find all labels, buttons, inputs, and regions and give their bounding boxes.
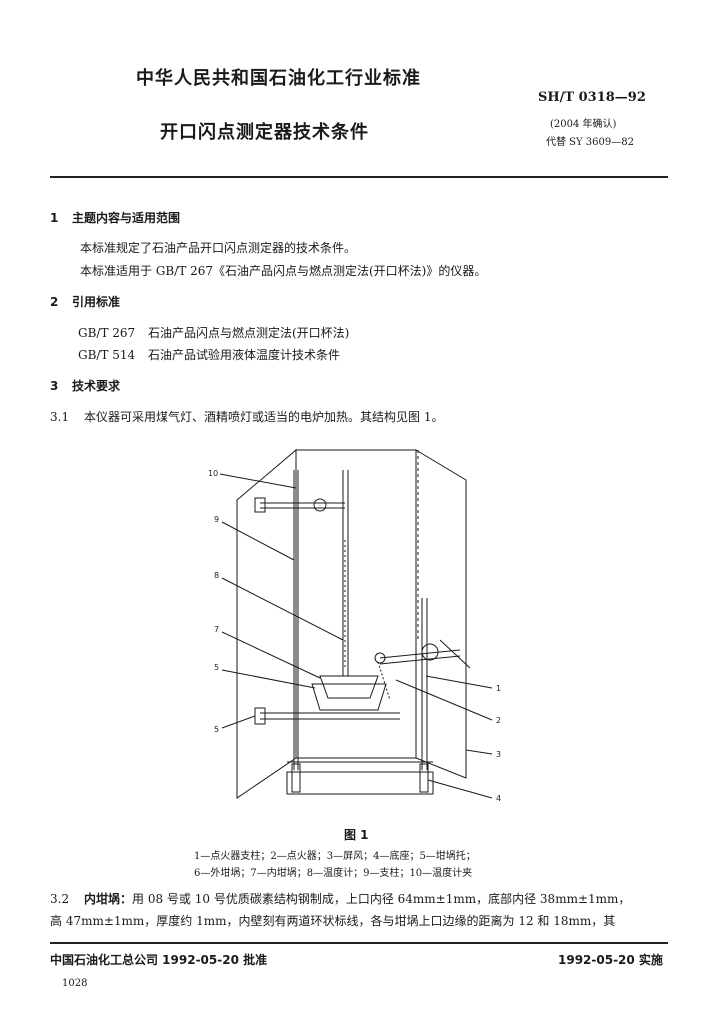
- screen-right-panel: [415, 449, 467, 779]
- callout-label: 3: [496, 750, 501, 759]
- section-title: 技术要求: [72, 379, 121, 393]
- callout-label: 8: [214, 571, 219, 580]
- section-title: 引用标准: [72, 295, 121, 309]
- section-number: 2: [50, 295, 59, 309]
- igniter-nozzle: [377, 661, 391, 701]
- screen-back-panel: [295, 449, 417, 759]
- section-number: 3: [50, 379, 59, 393]
- section-3-heading: 3 技术要求: [50, 377, 120, 394]
- confirmation-note: (2004 年确认): [550, 119, 617, 130]
- reference-code: GB/T 514: [78, 348, 136, 362]
- callout-label: 5: [214, 725, 219, 734]
- approval-line: 中国石油化工总公司 1992-05-20 批准: [50, 953, 268, 967]
- issuing-organization: 中华人民共和国石油化工行业标准: [136, 68, 421, 89]
- clause-3-2: 3.2 内坩埚：用 08 号或 10 号优质碳素结构钢制成，上口内径 64mm±1…: [50, 890, 630, 907]
- callout-label: 5: [214, 663, 219, 672]
- clause-text: 本仪器可采用煤气灯、酒精喷灯或适当的电炉加热。其结构见图 1。: [84, 410, 444, 424]
- header-divider: [50, 176, 668, 178]
- flash-point-apparatus-diagram: 10 9 8 7 5 5 1 2 3 4: [208, 448, 501, 803]
- paragraph: 本标准适用于 GB/T 267《石油产品闪点与燃点测定法(开口杯法)》的仪器。: [80, 264, 487, 278]
- paragraph: 本标准规定了石油产品开口闪点测定器的技术条件。: [80, 241, 357, 255]
- inner-crucible: [319, 675, 379, 699]
- callout-label: 2: [496, 716, 501, 725]
- document-title: 开口闪点测定器技术条件: [160, 122, 369, 143]
- reference-title: 石油产品试验用液体温度计技术条件: [148, 348, 341, 362]
- standard-number: SH/T 0318—92: [538, 90, 646, 105]
- reference-item: GB/T 514 石油产品试验用液体温度计技术条件: [78, 346, 340, 363]
- base-frame: [286, 771, 434, 795]
- clause-number: 3.2: [50, 892, 70, 906]
- section-1-heading: 1 主题内容与适用范围: [50, 209, 180, 226]
- callout-label: 1: [496, 684, 501, 693]
- section-number: 1: [50, 211, 59, 225]
- screen-left-panel: [236, 448, 297, 799]
- section-title: 主题内容与适用范围: [72, 211, 181, 225]
- reference-code: GB/T 267: [78, 326, 136, 340]
- igniter-arm: [379, 649, 461, 659]
- outer-crucible: [311, 683, 387, 711]
- clause-3-1: 3.1 本仪器可采用煤气灯、酒精喷灯或适当的电炉加热。其结构见图 1。: [50, 408, 443, 425]
- reference-item: GB/T 267 石油产品闪点与燃点测定法(开口杯法): [78, 324, 349, 341]
- figure-caption-title: 图 1: [344, 828, 369, 842]
- clause-number: 3.1: [50, 410, 70, 424]
- footer-divider: [50, 942, 668, 944]
- replaces-note: 代替 SY 3609—82: [546, 137, 634, 148]
- reference-title: 石油产品闪点与燃点测定法(开口杯法): [148, 326, 350, 340]
- clause-label: 内坩埚：: [84, 892, 133, 906]
- figure-legend-line: 1—点火器支柱；2—点火器；3—屏风；4—底座；5—坩埚托；: [194, 851, 476, 862]
- section-2-heading: 2 引用标准: [50, 293, 120, 310]
- clause-text: 用 08 号或 10 号优质碳素结构钢制成，上口内径 64mm±1mm，底部内径…: [132, 892, 631, 906]
- page-number: 1028: [62, 978, 88, 989]
- clause-3-2-continued: 高 47mm±1mm，厚度约 1mm，内壁刻有两道环状标线，各与坩埚上口边缘的距…: [50, 914, 616, 928]
- implementation-line: 1992-05-20 实施: [558, 953, 663, 967]
- callout-label: 7: [214, 625, 219, 634]
- callout-label: 9: [214, 515, 219, 524]
- callout-label: 10: [208, 469, 218, 478]
- callout-label: 4: [496, 794, 501, 803]
- figure-legend-line: 6—外坩埚；7—内坩埚；8—温度计；9—支柱；10—温度计夹: [194, 868, 473, 879]
